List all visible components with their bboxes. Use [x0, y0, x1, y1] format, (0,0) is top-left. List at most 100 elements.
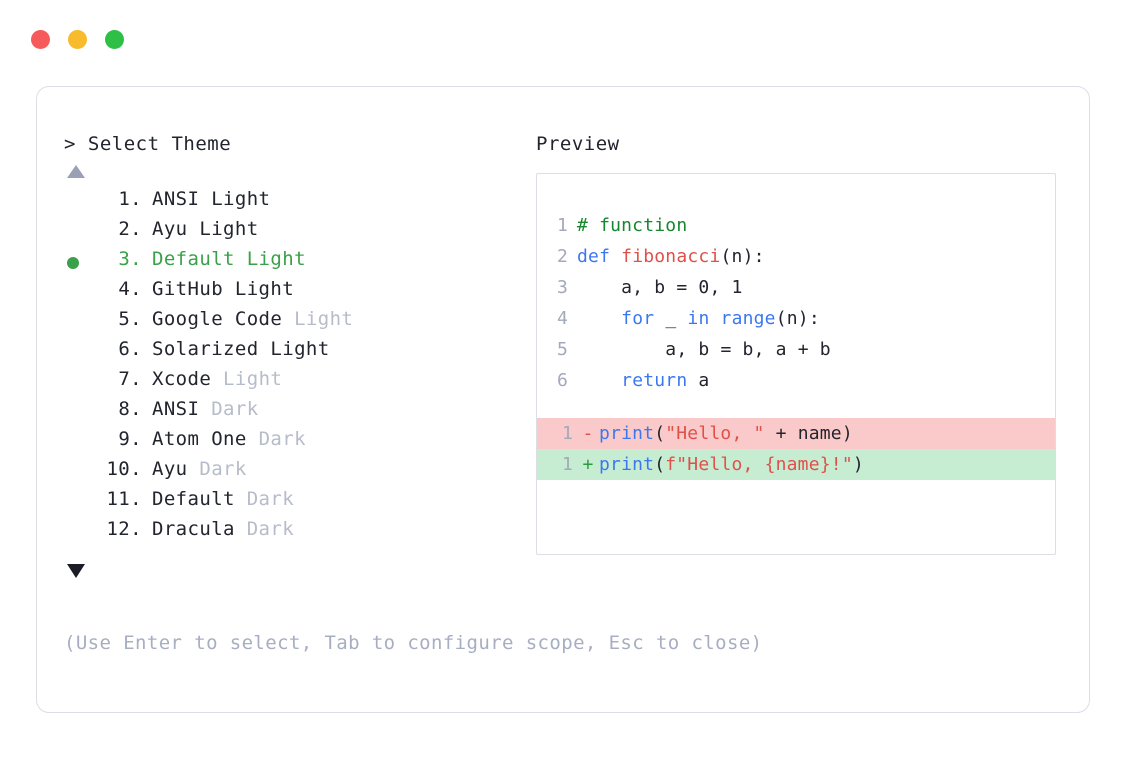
diff-line-text: print(f"Hello, {name}!") [599, 449, 864, 480]
code-token: print [599, 423, 655, 444]
code-token: a, b = 0, 1 [577, 277, 743, 298]
theme-picker-panel: > Select Theme 1. ANSI Light 2. Ayu Light 3.… [36, 86, 1090, 713]
keyboard-hint: (Use Enter to select, Tab to configure s… [64, 632, 763, 654]
theme-item-variant: Light [270, 338, 330, 360]
diff-line-number: 1 [561, 454, 573, 475]
theme-item-variant: Dark [211, 398, 259, 420]
page-title: > Select Theme [64, 133, 232, 155]
line-number: 1 [556, 215, 568, 236]
theme-list-item[interactable]: 1. ANSI Light [64, 188, 534, 218]
line-number: 5 [556, 339, 568, 360]
code-line: 4 for _ in range(n): [537, 303, 1055, 334]
theme-list-item[interactable]: 5.Google Code Light [64, 308, 534, 338]
scroll-down-arrow-icon[interactable] [67, 564, 85, 578]
theme-item-variant: Dark [199, 458, 247, 480]
theme-item-name: GitHub [152, 278, 235, 300]
scroll-up-arrow-icon[interactable] [67, 165, 85, 178]
diff-sign: + [582, 454, 594, 475]
code-token: a [687, 370, 710, 391]
code-token: "Hello, " [665, 423, 765, 444]
diff-block: 1-print("Hello, " + name)1+print(f"Hello… [537, 418, 1055, 480]
theme-item-name: Solarized [152, 338, 271, 360]
code-token: range [720, 308, 776, 329]
code-token: ) [852, 454, 864, 475]
theme-list-item[interactable]: 3.Default Light [64, 248, 534, 278]
line-number: 2 [556, 246, 568, 267]
diff-line-text: print("Hello, " + name) [599, 418, 853, 449]
line-number: 3 [556, 277, 568, 298]
code-token: print [599, 454, 655, 475]
theme-item-name: Dracula [152, 518, 247, 540]
code-token [709, 308, 720, 329]
theme-item-number: 6. [118, 338, 142, 360]
theme-item-number: 10. [106, 458, 142, 480]
theme-item-name: Ayu [152, 458, 200, 480]
code-line-text: a, b = 0, 1 [577, 272, 743, 303]
selected-bullet-icon [67, 257, 79, 269]
theme-item-name: Xcode [152, 368, 224, 390]
theme-item-number: 2. [118, 218, 142, 240]
code-line-text: a, b = b, a + b [577, 334, 831, 365]
theme-list-item[interactable]: 8.ANSI Dark [64, 398, 534, 428]
theme-list-item[interactable]: 11.Default Dark [64, 488, 534, 518]
theme-item-name: ANSI [152, 188, 212, 210]
code-token: ( [654, 423, 666, 444]
theme-item-number: 8. [118, 398, 142, 420]
code-token: ( [654, 454, 666, 475]
theme-list-item[interactable]: 12. Dracula Dark [64, 518, 534, 548]
theme-item-name: Ayu [152, 218, 200, 240]
theme-item-variant: Dark [258, 428, 306, 450]
theme-list-item[interactable]: 10. Ayu Dark [64, 458, 534, 488]
theme-item-number: 3. [118, 248, 142, 270]
code-token: fibonacci [621, 246, 721, 267]
theme-item-number: 1. [118, 188, 142, 210]
code-line: 5 a, b = b, a + b [537, 334, 1055, 365]
theme-item-variant: Light [199, 218, 259, 240]
code-line: 1# function [537, 210, 1055, 241]
code-token [577, 308, 621, 329]
theme-item-number: 9. [118, 428, 142, 450]
close-dot[interactable] [31, 30, 50, 49]
theme-list-item[interactable]: 2. Ayu Light [64, 218, 534, 248]
code-token: _ [654, 308, 688, 329]
code-line-text: for _ in range(n): [577, 303, 820, 334]
theme-list-item[interactable]: 4.GitHub Light [64, 278, 534, 308]
code-token: def [577, 246, 622, 267]
code-line-text: def fibonacci(n): [577, 241, 765, 272]
code-line: 6 return a [537, 365, 1055, 396]
diff-line: 1-print("Hello, " + name) [537, 418, 1055, 449]
code-token: in [687, 308, 710, 329]
theme-item-variant: Dark [246, 518, 295, 540]
theme-list-item[interactable]: 7.Xcode Light [64, 368, 534, 398]
code-line: 2 def fibonacci(n): [537, 241, 1055, 272]
code-token: f"Hello, {name}!" [665, 454, 853, 475]
code-token: (n): [775, 308, 820, 329]
code-token: for [621, 308, 655, 329]
minimize-dot[interactable] [68, 30, 87, 49]
preview-title: Preview [536, 133, 620, 155]
code-token: + name) [764, 423, 853, 444]
theme-item-number: 5. [118, 308, 142, 330]
code-line-text: return a [577, 365, 709, 396]
theme-list-item[interactable]: 6. Solarized Light [64, 338, 534, 368]
theme-item-name: Default [152, 488, 247, 510]
code-line: 3 a, b = 0, 1 [537, 272, 1055, 303]
theme-list-item[interactable]: 9.Atom One Dark [64, 428, 534, 458]
code-token: a, b = b, a + b [577, 339, 831, 360]
theme-item-number: 12. [106, 518, 142, 540]
window-titlebar [31, 30, 124, 49]
theme-list-column: > Select Theme 1. ANSI Light 2. Ayu Light 3.… [64, 131, 534, 578]
diff-line: 1 +print(f"Hello, {name}!") [537, 449, 1055, 480]
code-token [577, 370, 621, 391]
theme-item-number: 11. [106, 488, 142, 510]
code-diff-spacer [537, 396, 1055, 418]
maximize-dot[interactable] [105, 30, 124, 49]
selection-bullet-slot [64, 257, 94, 269]
diff-line-number: 1 [561, 423, 573, 444]
code-token: return [621, 370, 688, 391]
theme-item-variant: Light [211, 188, 271, 210]
